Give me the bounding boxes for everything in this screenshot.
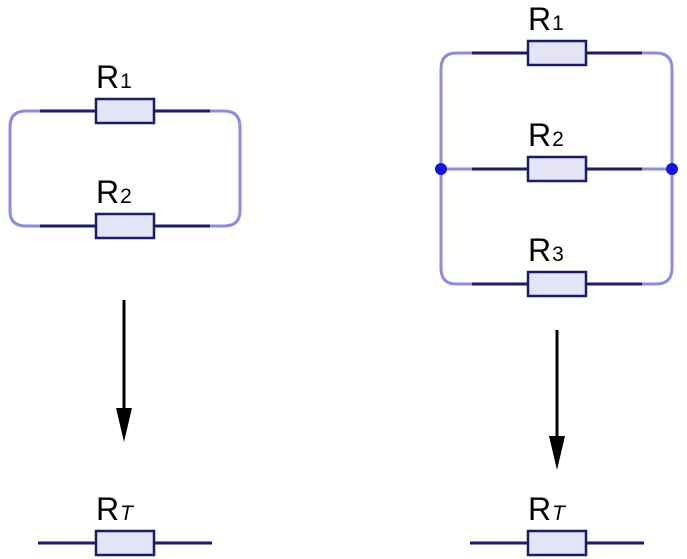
left-parallel-circuit: R1 R2 <box>8 59 242 240</box>
left-r1-label: R1 <box>96 59 132 95</box>
right-r2-resistor <box>526 155 588 183</box>
left-r1-resistor <box>94 97 156 125</box>
right-r1-resistor <box>526 39 588 67</box>
left-r2-label: R2 <box>96 174 132 210</box>
right-r3-resistor <box>526 270 588 298</box>
right-down-arrow <box>549 330 565 470</box>
right-parallel-circuit: R1 R2 R3 <box>435 1 678 298</box>
left-equivalent-resistor: RT <box>38 491 212 557</box>
left-down-arrow <box>116 300 132 442</box>
left-rt-label: RT <box>96 491 135 527</box>
left-frame-wire <box>8 109 242 228</box>
right-r1-label: R1 <box>528 1 564 37</box>
right-r2-label: R2 <box>528 117 564 153</box>
left-r2-resistor <box>94 212 156 240</box>
left-junction-dot <box>435 163 447 175</box>
right-equivalent-resistor: RT <box>470 491 644 557</box>
right-rt-resistor <box>526 529 588 557</box>
right-r3-label: R3 <box>528 232 564 268</box>
right-junction-dot <box>666 163 678 175</box>
left-rt-resistor <box>94 529 156 557</box>
right-rt-label: RT <box>528 491 567 527</box>
